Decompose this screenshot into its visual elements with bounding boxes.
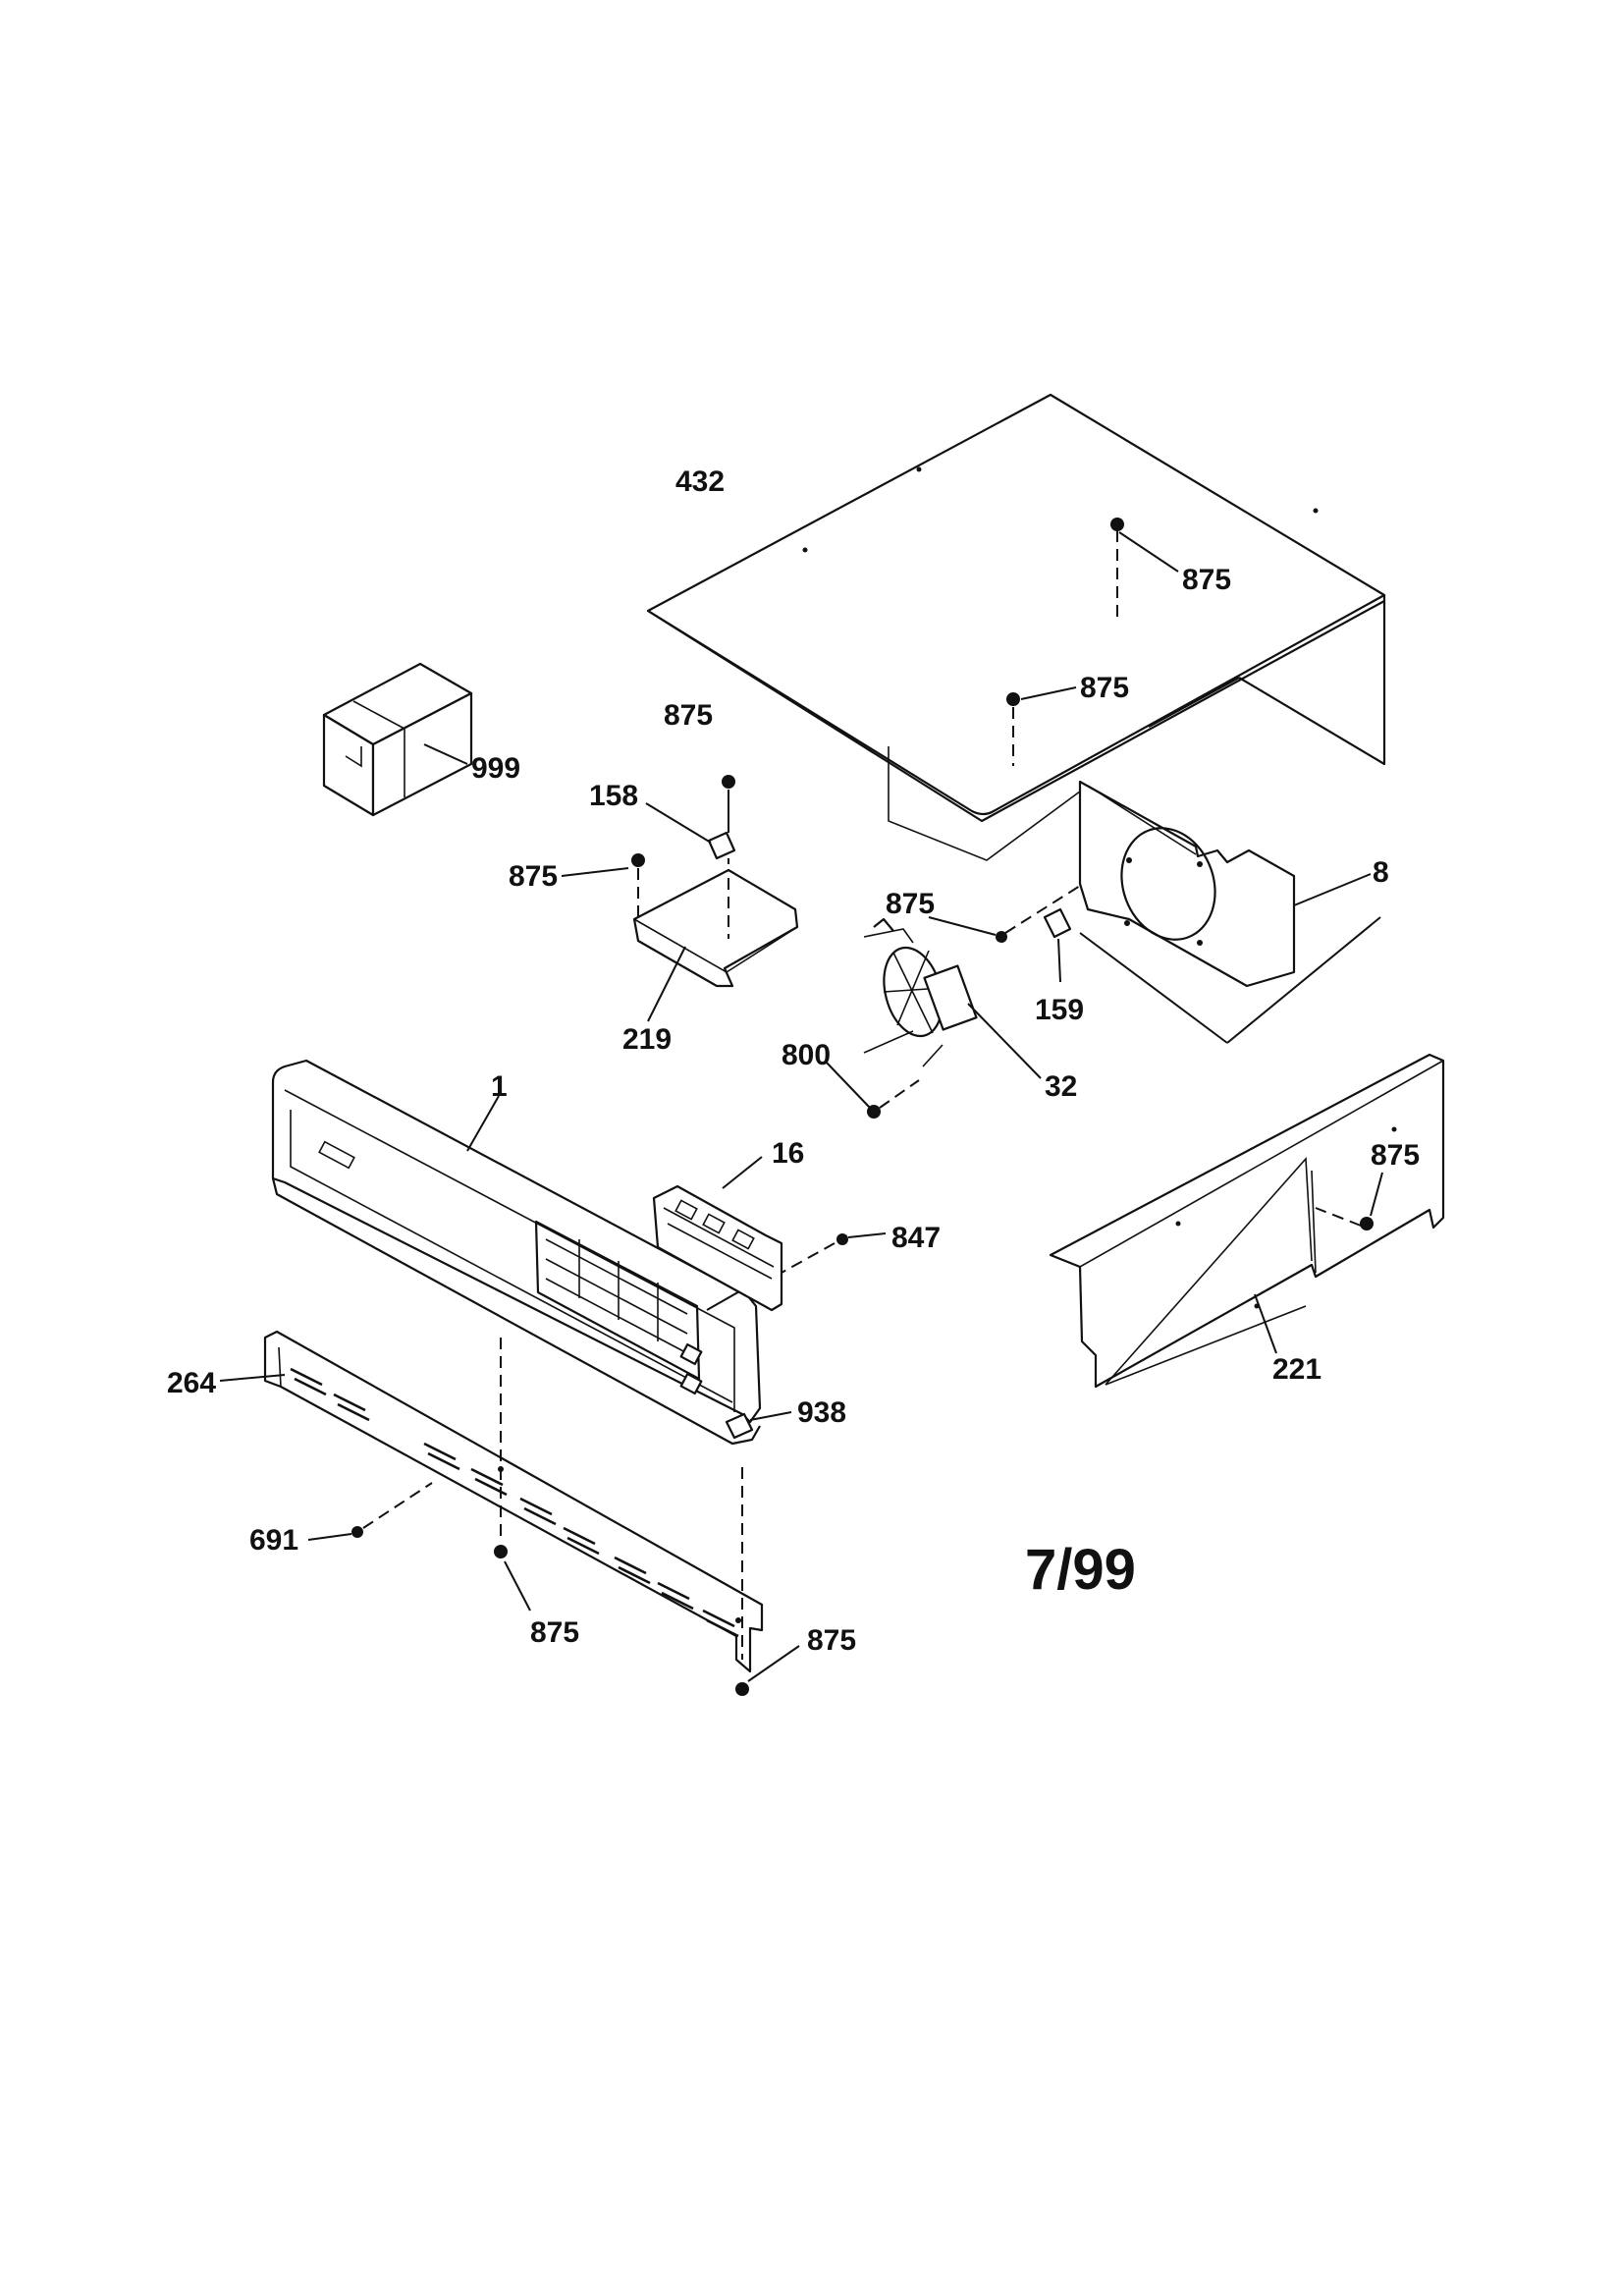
callout-875-top2: 875 xyxy=(1080,672,1129,704)
callout-875-d: 875 xyxy=(1371,1139,1420,1172)
control-board-16 xyxy=(652,1156,783,1312)
top-cover-432 xyxy=(646,393,1386,861)
vent-slots xyxy=(290,1367,739,1638)
fan-motor-32 xyxy=(863,917,1042,1079)
callout-875-top1: 875 xyxy=(1182,564,1231,596)
callout-432: 432 xyxy=(675,465,725,498)
callout-847: 847 xyxy=(891,1222,941,1254)
callout-264: 264 xyxy=(167,1367,216,1399)
screw-875-top1 xyxy=(1110,518,1124,531)
callout-219: 219 xyxy=(622,1023,672,1056)
callout-159: 159 xyxy=(1035,994,1084,1026)
callout-158: 158 xyxy=(589,780,638,812)
callout-32: 32 xyxy=(1045,1070,1077,1103)
control-keypad-buttons xyxy=(545,1238,688,1354)
callout-16: 16 xyxy=(772,1137,804,1170)
screw-875-top2 xyxy=(1006,692,1020,706)
fasteners xyxy=(307,518,1383,1696)
callout-999: 999 xyxy=(471,752,520,785)
vent-panel-264 xyxy=(219,1330,764,1673)
callout-691: 691 xyxy=(249,1524,298,1557)
callout-875-e: 875 xyxy=(530,1616,579,1649)
callout-8: 8 xyxy=(1373,856,1389,889)
callout-875-c: 875 xyxy=(886,888,935,920)
callout-labels: 432 875 875 999 875 158 875 219 875 159 … xyxy=(167,465,1420,1657)
side-panel-221 xyxy=(1049,916,1445,1389)
date-stamp: 7/99 xyxy=(1025,1538,1136,1602)
rear-baffle-8 xyxy=(1078,780,1372,988)
callout-875-f: 875 xyxy=(807,1624,856,1657)
callout-1: 1 xyxy=(491,1070,508,1103)
callout-938: 938 xyxy=(797,1396,846,1429)
bracket-219 xyxy=(632,868,799,1022)
box-999 xyxy=(322,662,473,817)
callout-221: 221 xyxy=(1272,1353,1321,1386)
callout-875-a: 875 xyxy=(664,699,713,732)
callout-800: 800 xyxy=(782,1039,831,1071)
callout-875-b: 875 xyxy=(509,860,558,893)
